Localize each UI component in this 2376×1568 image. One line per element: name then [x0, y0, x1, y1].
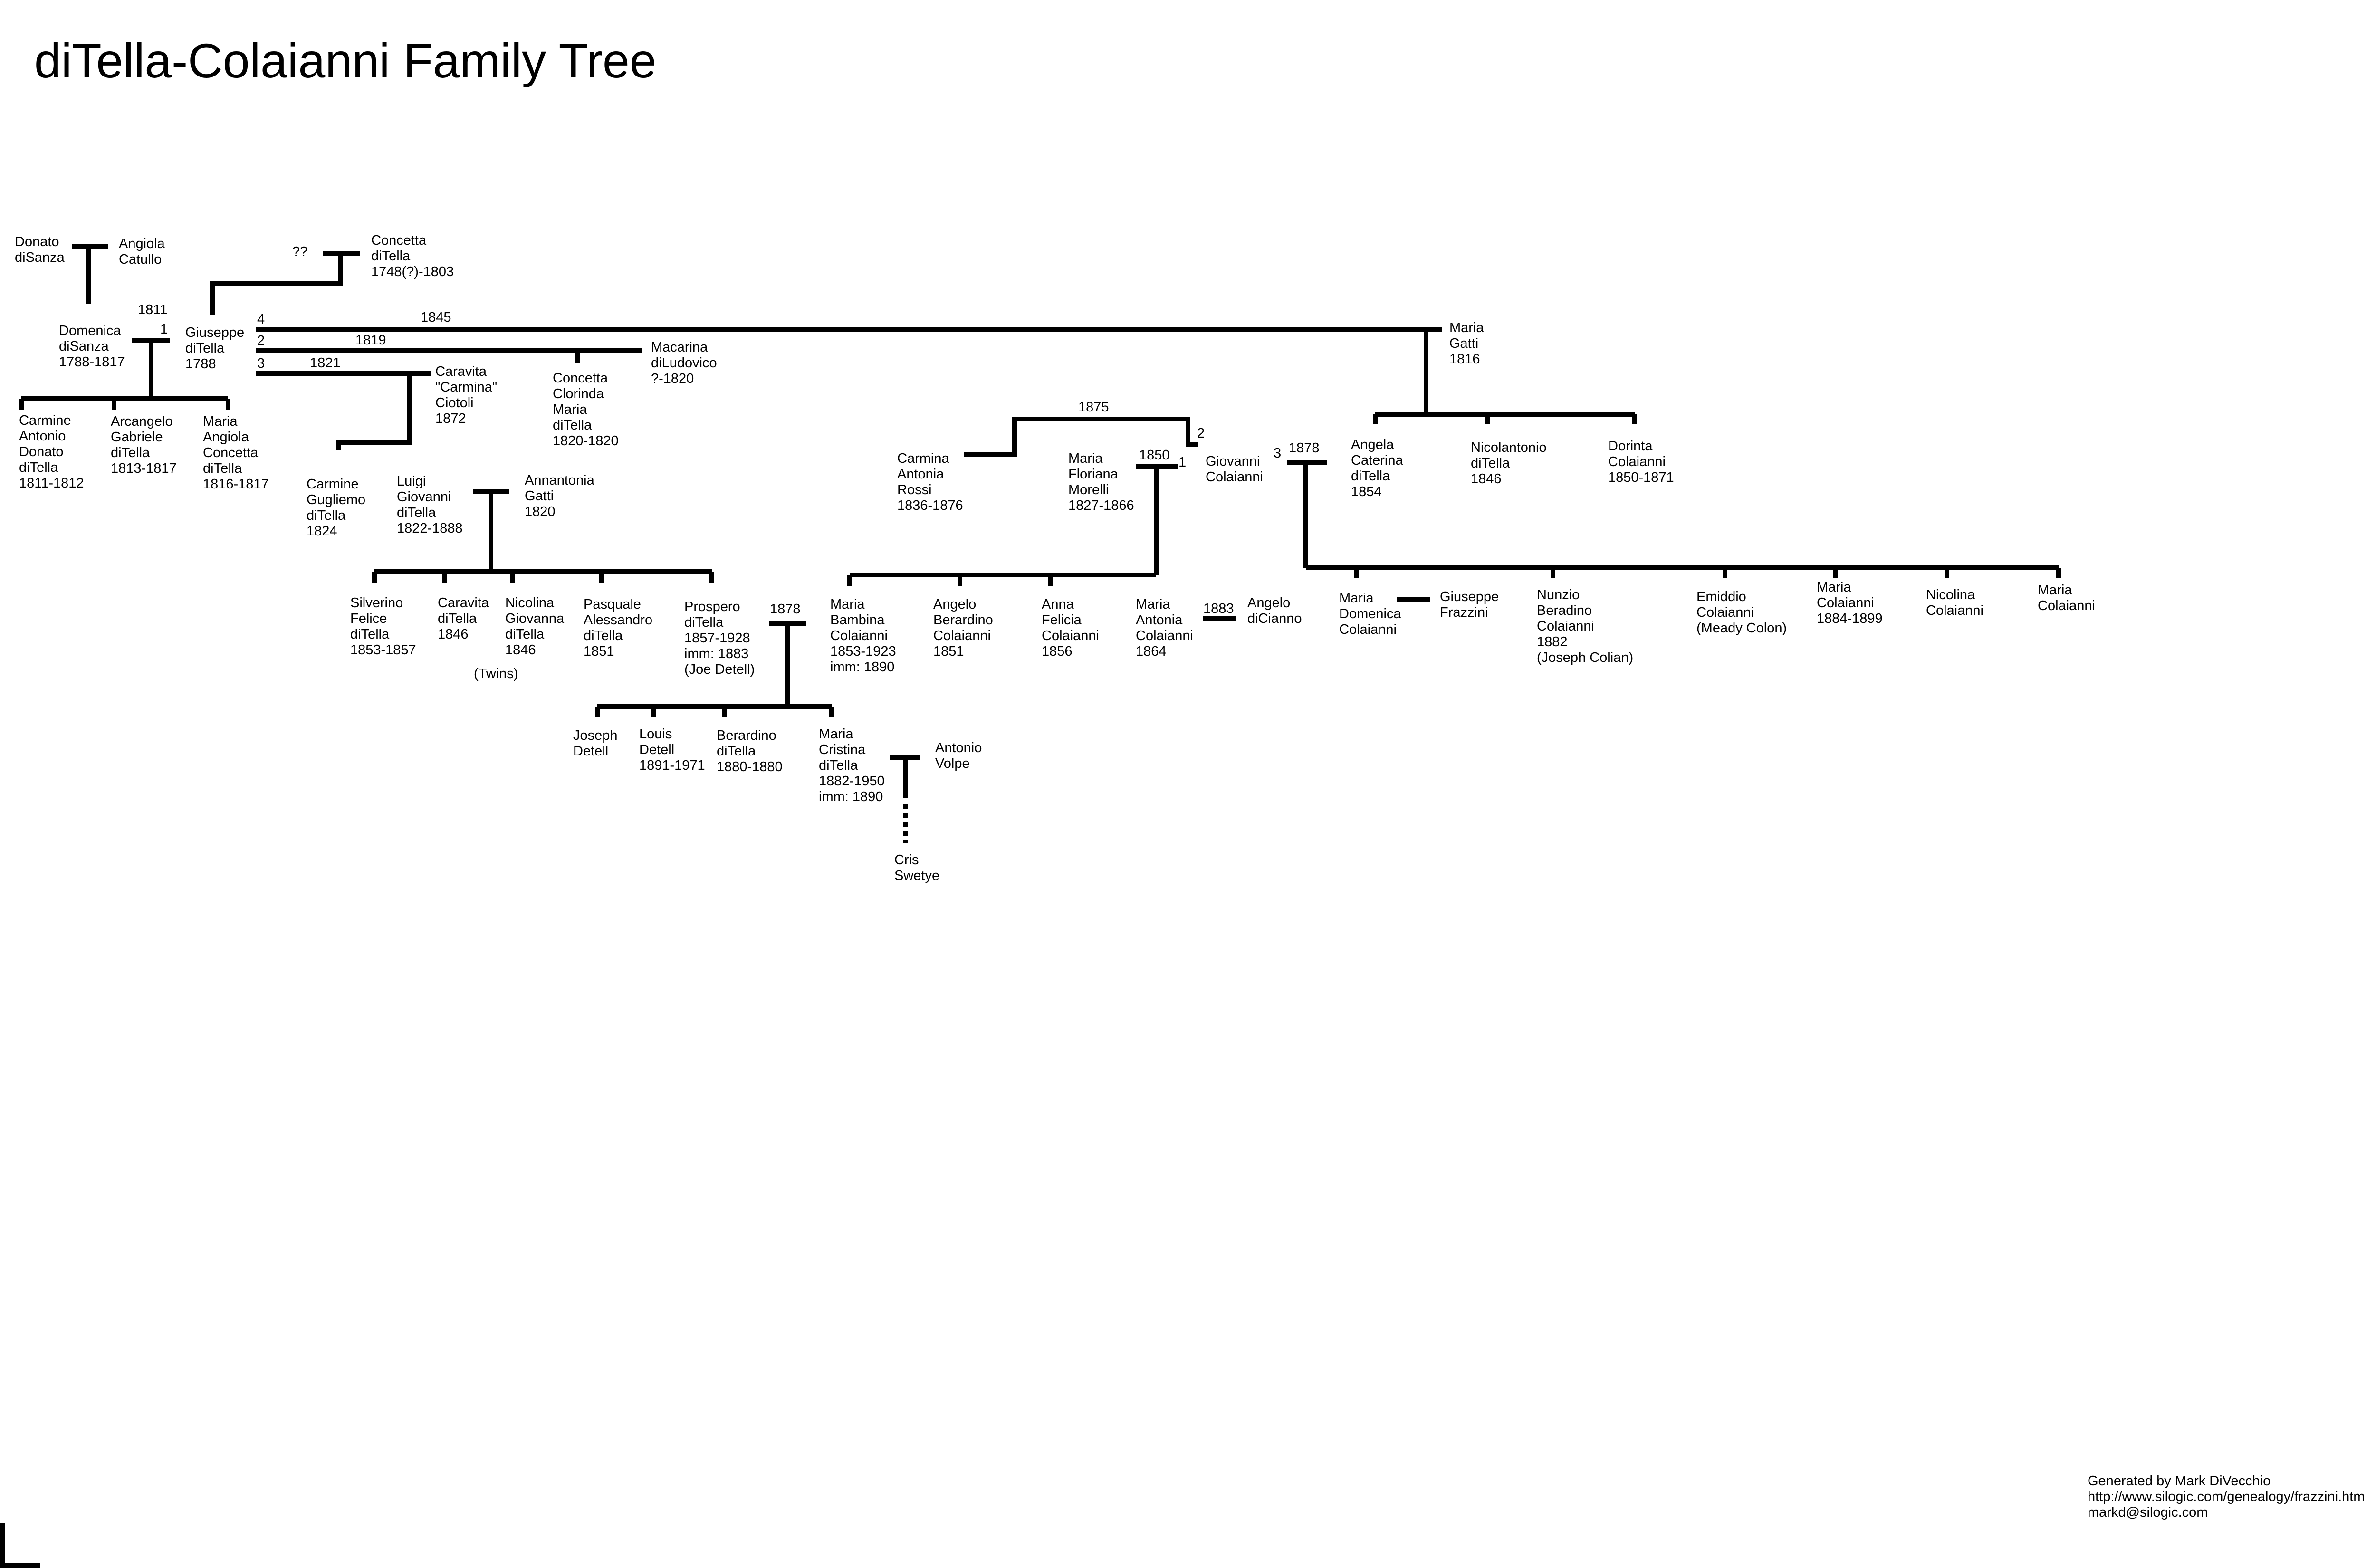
person-maria-cristina-ditella: Maria Cristina diTella 1882-1950 imm: 18… — [819, 727, 885, 804]
person-maria-colaianni-1884: Maria Colaianni 1884-1899 — [1817, 580, 1883, 626]
label-1845: 1845 — [421, 310, 451, 325]
label-1811: 1811 — [138, 302, 168, 317]
person-pasquale-alessandro-ditella: Pasquale Alessandro diTella 1851 — [584, 597, 653, 659]
person-domenica-disanza: Domenica diSanza 1788-1817 — [59, 323, 125, 370]
person-luigi-giovanni-ditella: Luigi Giovanni diTella 1822-1888 — [397, 474, 463, 536]
person-maria-gatti: Maria Gatti 1816 — [1449, 320, 1484, 367]
person-prospero-ditella: Prospero diTella 1857-1928 imm: 1883 (Jo… — [684, 599, 755, 677]
credit-url[interactable]: http://www.silogic.com/genealogy/frazzin… — [2088, 1489, 2365, 1504]
person-nunzio-beradino-colaianni: Nunzio Beradino Colaianni 1882 (Joseph C… — [1537, 587, 1634, 665]
person-caravita-ciotoli: Caravita "Carmina" Ciotoli 1872 — [435, 364, 498, 426]
children-bar-maria-floriana — [847, 573, 1156, 586]
credit-email[interactable]: markd@silogic.com — [2088, 1505, 2208, 1520]
person-joseph-detell: Joseph Detell — [573, 728, 618, 759]
label-1878-prospero: 1878 — [770, 602, 801, 617]
person-carmina-antonia-rossi: Carmina Antonia Rossi 1836-1876 — [897, 451, 963, 513]
children-bar-luigi — [372, 569, 714, 583]
person-emiddio-colaianni: Emiddio Colaianni (Meady Colon) — [1696, 589, 1787, 636]
marriage-line-donato-angiola — [72, 244, 108, 304]
person-louis-detell: Louis Detell 1891-1971 — [639, 727, 705, 773]
person-maria-antonia-colaianni: Maria Antonia Colaianni 1864 — [1136, 597, 1193, 659]
person-angiola-catullo: Angiola Catullo — [119, 236, 165, 267]
person-maria-colaianni: Maria Colaianni — [2038, 583, 2095, 613]
person-annantonia-gatti: Annantonia Gatti 1820 — [525, 473, 594, 519]
label-2-giovanni: 2 — [1197, 426, 1205, 441]
person-macarina-diludovico: Macarina diLudovico ?-1820 — [651, 340, 717, 386]
marriage-line-giovanni-maria-floriana — [1136, 464, 1178, 575]
marriage-line-giovanni-carmina — [964, 417, 1198, 457]
corner-mark-left — [0, 1523, 40, 1568]
marriage-line-giuseppe-macarina — [256, 348, 642, 363]
person-concetta-ditella: Concetta diTella 1748(?)-1803 — [371, 233, 454, 279]
label-1-domenica: 1 — [160, 322, 168, 337]
marriage-line-giuseppe-caravita — [256, 371, 431, 450]
label-2-giuseppe: 2 — [257, 333, 265, 348]
label-1878-giovanni: 1878 — [1289, 440, 1320, 456]
person-giuseppe-ditella: Giuseppe diTella 1788 — [185, 325, 245, 372]
label-1850: 1850 — [1139, 448, 1170, 463]
label-1883: 1883 — [1203, 601, 1234, 616]
person-concetta-clorinda-maria-ditella: Concetta Clorinda Maria diTella 1820-182… — [553, 371, 619, 449]
label-1875: 1875 — [1078, 400, 1109, 415]
person-cris-swetye: Cris Swetye — [894, 852, 940, 883]
person-carmine-antonio-donato-ditella: Carmine Antonio Donato diTella 1811-1812 — [19, 413, 84, 491]
label-3-giovanni: 3 — [1274, 446, 1282, 461]
person-maria-floriana-morelli: Maria Floriana Morelli 1827-1866 — [1068, 451, 1134, 513]
person-giuseppe-frazzini: Giuseppe Frazzini — [1440, 589, 1499, 620]
children-bar-angela — [1306, 565, 2061, 578]
person-twins-note: (Twins) — [474, 666, 518, 681]
person-donato-disanza: Donato diSanza — [15, 234, 65, 265]
marriage-line-giuseppe-domenica — [132, 338, 170, 399]
label-1819: 1819 — [355, 333, 386, 348]
person-maria-domenica-colaianni: Maria Domenica Colaianni — [1339, 591, 1401, 637]
marriage-line-luigi-annantonia — [473, 489, 509, 572]
label-1821: 1821 — [310, 355, 341, 371]
person-angelo-berardino-colaianni: Angelo Berardino Colaianni 1851 — [933, 597, 993, 659]
person-angela-caterina-ditella: Angela Caterina diTella 1854 — [1351, 437, 1403, 499]
label-4-giuseppe: 4 — [257, 312, 265, 327]
person-nicolantonio-ditella: Nicolantonio diTella 1846 — [1471, 440, 1547, 487]
person-nicolina-giovanna-ditella: Nicolina Giovanna diTella 1846 — [505, 595, 565, 658]
children-bar-prospero — [595, 704, 834, 717]
person-maria-angiola-concetta-ditella: Maria Angiola Concetta diTella 1816-1817 — [203, 414, 269, 492]
label-1-giovanni: 1 — [1178, 455, 1187, 470]
person-anna-felicia-colaianni: Anna Felicia Colaianni 1856 — [1042, 597, 1099, 659]
children-bar-maria-gatti — [1373, 412, 1637, 424]
label-3-giuseppe: 3 — [257, 356, 265, 371]
person-caravita-ditella: Caravita diTella 1846 — [438, 595, 489, 642]
person-maria-bambina-colaianni: Maria Bambina Colaianni 1853-1923 imm: 1… — [830, 597, 896, 675]
marriage-line-prospero — [769, 621, 806, 707]
page-title: diTella-Colaianni Family Tree — [34, 34, 657, 88]
person-unknown-parent: ?? — [292, 244, 308, 259]
marriage-line-cristina-volpe — [890, 755, 920, 798]
person-dorinta-colaianni: Dorinta Colaianni 1850-1871 — [1608, 439, 1674, 485]
children-bar-domenica — [19, 396, 230, 410]
credit-author: Generated by Mark DiVecchio — [2088, 1473, 2271, 1489]
person-giovanni-colaianni: Giovanni Colaianni — [1206, 454, 1263, 485]
person-angelo-dicianno: Angelo diCianno — [1247, 595, 1302, 626]
person-carmine-gugliemo-ditella: Carmine Gugliemo diTella 1824 — [307, 477, 366, 539]
person-nicolina-colaianni: Nicolina Colaianni — [1926, 587, 1983, 618]
marriage-line-concetta — [210, 251, 360, 315]
person-berardino-ditella: Berardino diTella 1880-1880 — [717, 728, 783, 774]
marriage-line-giovanni-angela — [1287, 460, 1327, 568]
person-arcangelo-gabriele-ditella: Arcangelo Gabriele diTella 1813-1817 — [111, 414, 177, 476]
person-silverino-felice-ditella: Silverino Felice diTella 1853-1857 — [350, 595, 416, 658]
person-antonio-volpe: Antonio Volpe — [935, 740, 982, 771]
